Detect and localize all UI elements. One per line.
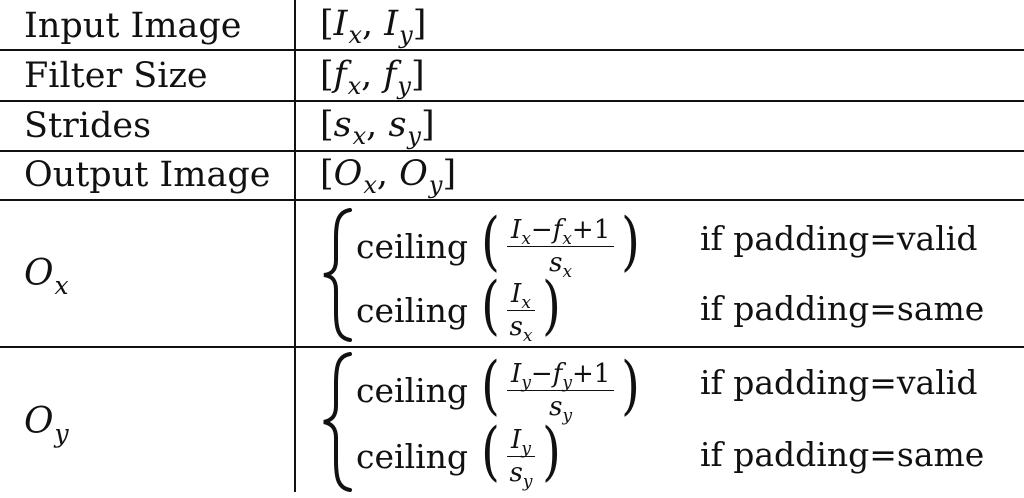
row-label-filter-size: Filter Size bbox=[24, 56, 208, 96]
rule-row-1 bbox=[0, 49, 1024, 51]
rule-row-2 bbox=[0, 100, 1024, 102]
left-brace-oy bbox=[323, 352, 352, 492]
fraction-ox-same: Ix sx bbox=[507, 281, 535, 344]
row-label-input-image: Input Image bbox=[24, 6, 242, 46]
formula-label-ox: Ox bbox=[24, 253, 69, 300]
condition-oy-valid: if padding=valid bbox=[700, 363, 978, 402]
condition-oy-same: if padding=same bbox=[700, 435, 985, 474]
fraction-oy-valid: Iy−fy+1 sy bbox=[507, 361, 615, 424]
column-divider bbox=[294, 0, 296, 492]
row-value-output-image: [Ox, Oy] bbox=[320, 154, 457, 199]
row-label-strides: Strides bbox=[24, 106, 152, 146]
rule-row-4 bbox=[0, 199, 1024, 201]
formula-oy-case-same: ceiling ( Iy sy ) bbox=[356, 415, 561, 492]
row-value-input-image: [Ix, Iy] bbox=[320, 4, 427, 49]
row-label-output-image: Output Image bbox=[24, 155, 271, 195]
condition-ox-same: if padding=same bbox=[700, 289, 985, 328]
formula-label-oy: Oy bbox=[24, 401, 69, 448]
left-brace-ox bbox=[323, 208, 352, 342]
rule-row-3 bbox=[0, 150, 1024, 152]
formula-ox-case-valid: ceiling ( Ix−fx+1 sx ) bbox=[356, 205, 641, 282]
row-value-strides: [sx, sy] bbox=[320, 105, 435, 150]
rule-row-5 bbox=[0, 346, 1024, 348]
formula-oy-case-valid: ceiling ( Iy−fy+1 sy ) bbox=[356, 349, 641, 426]
row-value-filter-size: [fx, fy] bbox=[320, 55, 425, 100]
formula-ox-case-same: ceiling ( Ix sx ) bbox=[356, 269, 561, 346]
fraction-oy-same: Iy sy bbox=[507, 427, 535, 490]
condition-ox-valid: if padding=valid bbox=[700, 219, 978, 258]
fraction-ox-valid: Ix−fx+1 sx bbox=[507, 217, 615, 280]
